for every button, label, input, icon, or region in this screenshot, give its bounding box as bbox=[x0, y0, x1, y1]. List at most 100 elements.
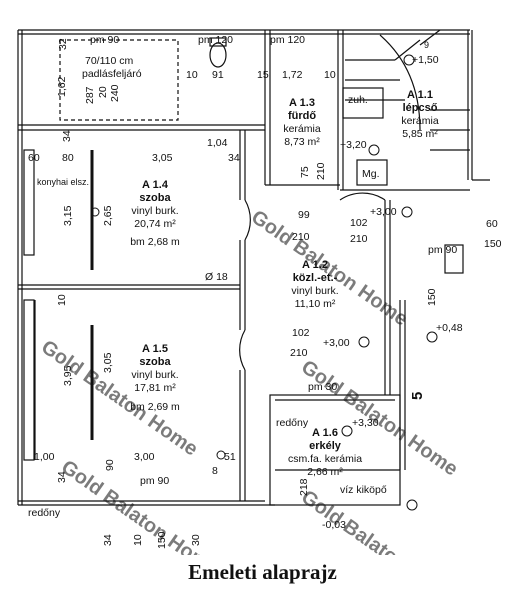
dim: +3,00 bbox=[323, 337, 350, 349]
dim: +0,48 bbox=[436, 322, 463, 334]
dim: 34 bbox=[56, 471, 68, 483]
dim: 3,15 bbox=[62, 205, 74, 226]
room-code: A 1.1 bbox=[407, 89, 433, 101]
room-floor: vinyl burk. bbox=[131, 205, 178, 217]
dim: pm 120 bbox=[270, 34, 305, 46]
walls bbox=[17, 29, 490, 506]
room-a14: A 1.4 szoba vinyl burk. 20,74 m² bm 2,68… bbox=[130, 179, 180, 248]
dim: 8 bbox=[212, 465, 218, 477]
room-code: A 1.5 bbox=[142, 343, 168, 355]
dim: 60 bbox=[486, 218, 498, 230]
room-name: közl.-et.- bbox=[293, 272, 338, 284]
room-area: 11,10 m² bbox=[295, 298, 336, 310]
room-a16: A 1.6 erkély csm.fa. kerámia 2,66 m² bbox=[288, 427, 362, 478]
room-name: szoba bbox=[139, 192, 171, 204]
room-area: 5,85 m² bbox=[402, 128, 438, 140]
dim: 34 bbox=[228, 152, 240, 164]
room-floor: vinyl burk. bbox=[131, 369, 178, 381]
kitchen-exhaust-label: konyhai elsz. bbox=[37, 177, 89, 187]
dim: 80 bbox=[62, 152, 74, 164]
dim: 34 bbox=[61, 130, 73, 142]
room-name: fürdő bbox=[288, 110, 316, 122]
dim: 10 bbox=[186, 69, 198, 81]
dim: pm 90 bbox=[428, 244, 457, 256]
dim: 3,05 bbox=[102, 352, 114, 373]
attic-hatch-size: 70/110 cm bbox=[85, 55, 134, 67]
dim: 10 bbox=[324, 69, 336, 81]
watermark-2: Gold Balaton Home bbox=[37, 336, 202, 460]
dim: 102 bbox=[292, 327, 310, 339]
dim: 1,04 bbox=[207, 137, 228, 149]
dimensions: pm 90 pm 120 pm 120 10 91 15 1,72 10 9 +… bbox=[28, 34, 502, 549]
dim: 3,95 bbox=[62, 365, 74, 386]
room-area: 17,81 m² bbox=[134, 382, 176, 394]
dim: 90 bbox=[104, 459, 116, 471]
dim: +3,30 bbox=[352, 417, 379, 429]
dim: pm 90 bbox=[90, 34, 119, 46]
dim: 210 bbox=[292, 231, 310, 243]
plan-caption: Emeleti alaprajz bbox=[188, 560, 337, 584]
dim: 32 bbox=[57, 38, 69, 50]
dim: 3,05 bbox=[152, 152, 173, 164]
shaft-label: zuh. bbox=[348, 94, 368, 106]
section-mark: 5 bbox=[409, 392, 426, 400]
annotations: 70/110 cm padlásfeljáró konyhai elsz. zu… bbox=[28, 55, 426, 519]
level-markers bbox=[90, 54, 438, 511]
dim: 99 bbox=[298, 209, 310, 221]
dim: pm 30 bbox=[308, 381, 337, 393]
dim: 1,62 bbox=[56, 76, 68, 97]
dim: 1,72 bbox=[282, 69, 303, 81]
room-a11: A 1.1 lépcső kerámia 5,85 m² bbox=[401, 89, 439, 140]
dim: 3,00 bbox=[134, 451, 155, 463]
dim: 30 bbox=[190, 534, 202, 546]
dim: 10 bbox=[56, 294, 68, 306]
dim: 150 bbox=[156, 531, 168, 549]
room-a13: A 1.3 fürdő kerámia 8,73 m² bbox=[283, 97, 321, 148]
redony-label: redőny bbox=[276, 417, 309, 429]
dim: 60 bbox=[28, 152, 40, 164]
watermark-1: Gold Balaton Home bbox=[247, 206, 412, 330]
floor-plan: Gold Balaton Home Gold Balaton Home Gold… bbox=[17, 29, 502, 555]
dim: 210 bbox=[290, 347, 308, 359]
dim: 102 bbox=[350, 217, 368, 229]
dim: 287 bbox=[84, 86, 96, 104]
dim: 2,65 bbox=[102, 205, 114, 226]
dim: 218 bbox=[298, 478, 310, 496]
room-floor: kerámia bbox=[283, 123, 321, 135]
room-height: bm 2,68 m bbox=[130, 236, 180, 248]
room-a15: A 1.5 szoba vinyl burk. 17,81 m² bm 2,69… bbox=[130, 343, 180, 413]
dim: 20 bbox=[97, 86, 109, 98]
watermarks: Gold Balaton Home Gold Balaton Home Gold… bbox=[37, 206, 462, 555]
dim: -0,03 bbox=[322, 519, 346, 531]
room-floor: csm.fa. kerámia bbox=[288, 453, 362, 465]
dim: 210 bbox=[315, 162, 327, 180]
room-a12: A 1.2 közl.-et.- vinyl burk. 11,10 m² bbox=[291, 259, 338, 310]
room-area: 20,74 m² bbox=[134, 218, 176, 230]
dim: +3,20 bbox=[340, 139, 367, 151]
dim: 150 bbox=[426, 288, 438, 306]
room-height: bm 2,69 m bbox=[130, 401, 180, 413]
dim: 51 bbox=[224, 451, 236, 463]
dim: 150 bbox=[484, 238, 502, 250]
mg-label: Mg. bbox=[362, 168, 380, 180]
dim: Ø 18 bbox=[205, 271, 228, 283]
room-floor: kerámia bbox=[401, 115, 439, 127]
dim: 34 bbox=[102, 534, 114, 546]
room-code: A 1.2 bbox=[302, 259, 328, 271]
room-area: 8,73 m² bbox=[284, 136, 320, 148]
room-floor: vinyl burk. bbox=[291, 285, 338, 297]
room-name: erkély bbox=[309, 440, 342, 452]
dim: 9 bbox=[424, 40, 429, 50]
room-code: A 1.3 bbox=[289, 97, 315, 109]
room-area: 2,66 m² bbox=[307, 466, 343, 478]
dim: 91 bbox=[212, 69, 224, 81]
dim: 75 bbox=[299, 166, 311, 178]
room-code: A 1.6 bbox=[312, 427, 338, 439]
room-name: szoba bbox=[139, 356, 171, 368]
dim: 1,00 bbox=[34, 451, 55, 463]
attic-hatch-label: padlásfeljáró bbox=[82, 68, 142, 80]
dim: +3,00 bbox=[370, 206, 397, 218]
room-name: lépcső bbox=[403, 102, 438, 114]
dim: pm 90 bbox=[140, 475, 169, 487]
dim: pm 120 bbox=[198, 34, 233, 46]
